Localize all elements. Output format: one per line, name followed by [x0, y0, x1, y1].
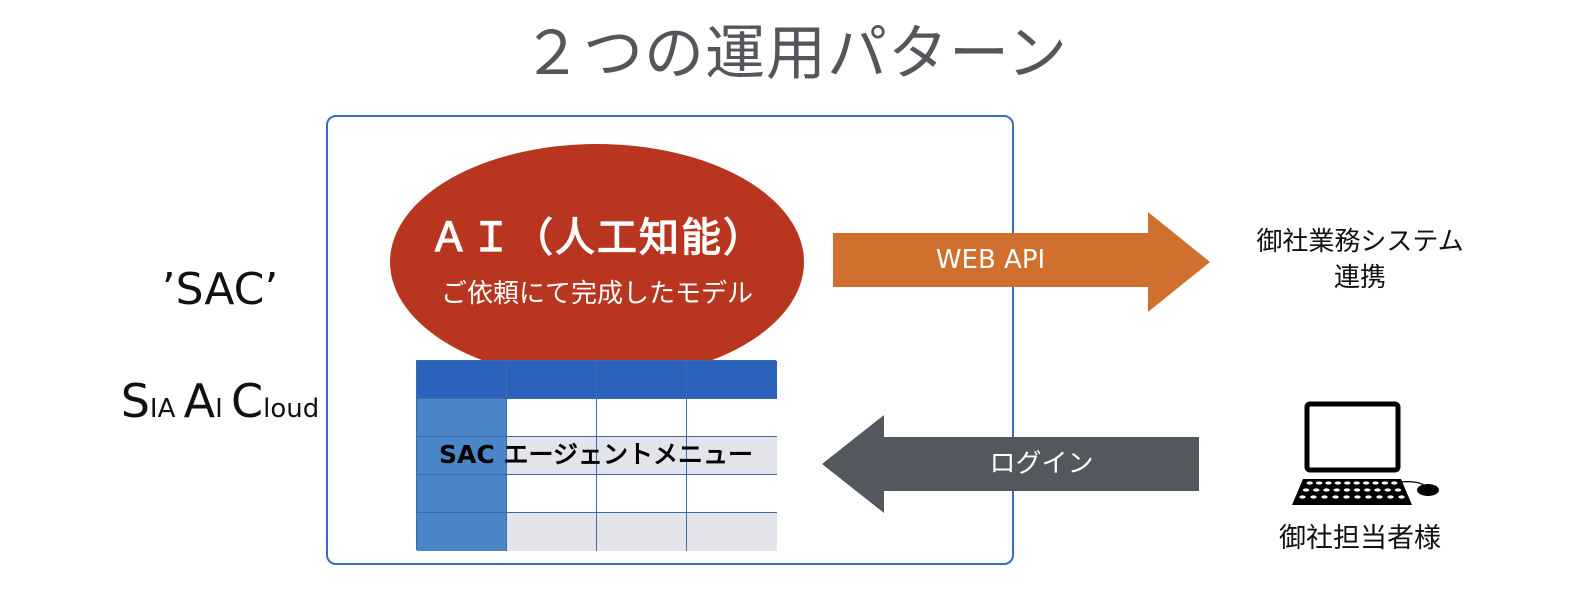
- table-header-cell: [597, 361, 687, 399]
- keyboard-key: [1353, 481, 1360, 485]
- sia-letter-a: A: [183, 374, 216, 428]
- keyboard-key: [1398, 495, 1405, 499]
- keyboard-key: [1381, 481, 1389, 485]
- keyboard-key: [1343, 488, 1351, 492]
- table-cell: [687, 513, 777, 551]
- table-cell: [687, 399, 777, 437]
- keyboard-key: [1372, 481, 1379, 485]
- login-label: ログイン: [989, 449, 1094, 479]
- business-system-line2: 連携: [1333, 263, 1386, 293]
- keyboard-key: [1365, 495, 1372, 499]
- computer-icon: [1292, 401, 1439, 505]
- table-cell: [597, 513, 687, 551]
- table-cell: [597, 437, 687, 475]
- table-cell: [507, 513, 597, 551]
- page-title: ２つの運用パターン: [522, 19, 1068, 89]
- table-cell: [687, 475, 777, 513]
- keyboard-key: [1332, 495, 1339, 499]
- sia-letters-ia: IA: [149, 394, 184, 424]
- keyboard-key: [1299, 495, 1306, 499]
- keyboard-key: [1333, 488, 1340, 492]
- keyboard-key: [1354, 495, 1361, 499]
- keyboard-key: [1313, 488, 1320, 492]
- keyboard-key: [1362, 481, 1370, 485]
- keyboard-key: [1323, 488, 1330, 492]
- keyboard-key: [1302, 488, 1310, 492]
- keyboard-key: [1321, 495, 1328, 499]
- table-cell: [597, 399, 687, 437]
- table-cell: [417, 475, 507, 513]
- table-header-cell: [687, 361, 777, 399]
- keyboard-key: [1343, 495, 1350, 499]
- sia-letter-s: S: [120, 374, 150, 428]
- user-label: 御社担当者様: [1279, 523, 1441, 554]
- table-cell: [417, 437, 507, 475]
- keyboard-key: [1353, 488, 1361, 492]
- keyboard-key: [1394, 488, 1402, 492]
- table-header-cell: [507, 361, 597, 399]
- ai-model-title: ＡＩ（人工知能）: [429, 215, 765, 261]
- keyboard-key: [1325, 481, 1332, 485]
- table-cell: [507, 437, 597, 475]
- web-api-label: WEB API: [935, 245, 1046, 275]
- keyboard-key: [1384, 488, 1391, 492]
- table-cell: [417, 513, 507, 551]
- keyboard-key: [1374, 488, 1381, 492]
- sac-label: ’SAC’: [161, 264, 279, 315]
- keyboard-key: [1310, 495, 1317, 499]
- table-cell: [687, 437, 777, 475]
- sia-letters-loud: loud: [263, 394, 320, 424]
- agent-menu-label: SAC エージェントメニュー: [439, 440, 753, 469]
- ai-model-ellipse: [390, 144, 804, 380]
- keyboard-key: [1315, 481, 1323, 485]
- table-header-cell: [417, 361, 507, 399]
- keyboard-key: [1391, 481, 1398, 485]
- keyboard-key: [1334, 481, 1342, 485]
- keyboard-key: [1387, 495, 1394, 499]
- table-cell: [597, 475, 687, 513]
- table-cell: [507, 475, 597, 513]
- ai-model-subtitle: ご依頼にて完成したモデル: [440, 279, 753, 309]
- login-arrow: [822, 415, 1199, 513]
- web-api-arrow: [833, 212, 1210, 312]
- table-cell: [417, 399, 507, 437]
- sia-letter-c: C: [231, 374, 264, 428]
- business-system-label: 御社業務システム 連携: [1240, 224, 1480, 296]
- business-system-line1: 御社業務システム: [1256, 227, 1464, 257]
- sia-letter-i: I: [215, 394, 232, 424]
- agent-menu-table: [416, 360, 777, 551]
- table-cell: [507, 399, 597, 437]
- sia-ai-cloud-label: SIA AI Cloud: [110, 373, 330, 440]
- keyboard-key: [1364, 488, 1371, 492]
- keyboard-key: [1344, 481, 1351, 485]
- keyboard-key: [1306, 481, 1313, 485]
- keyboard-key: [1376, 495, 1383, 499]
